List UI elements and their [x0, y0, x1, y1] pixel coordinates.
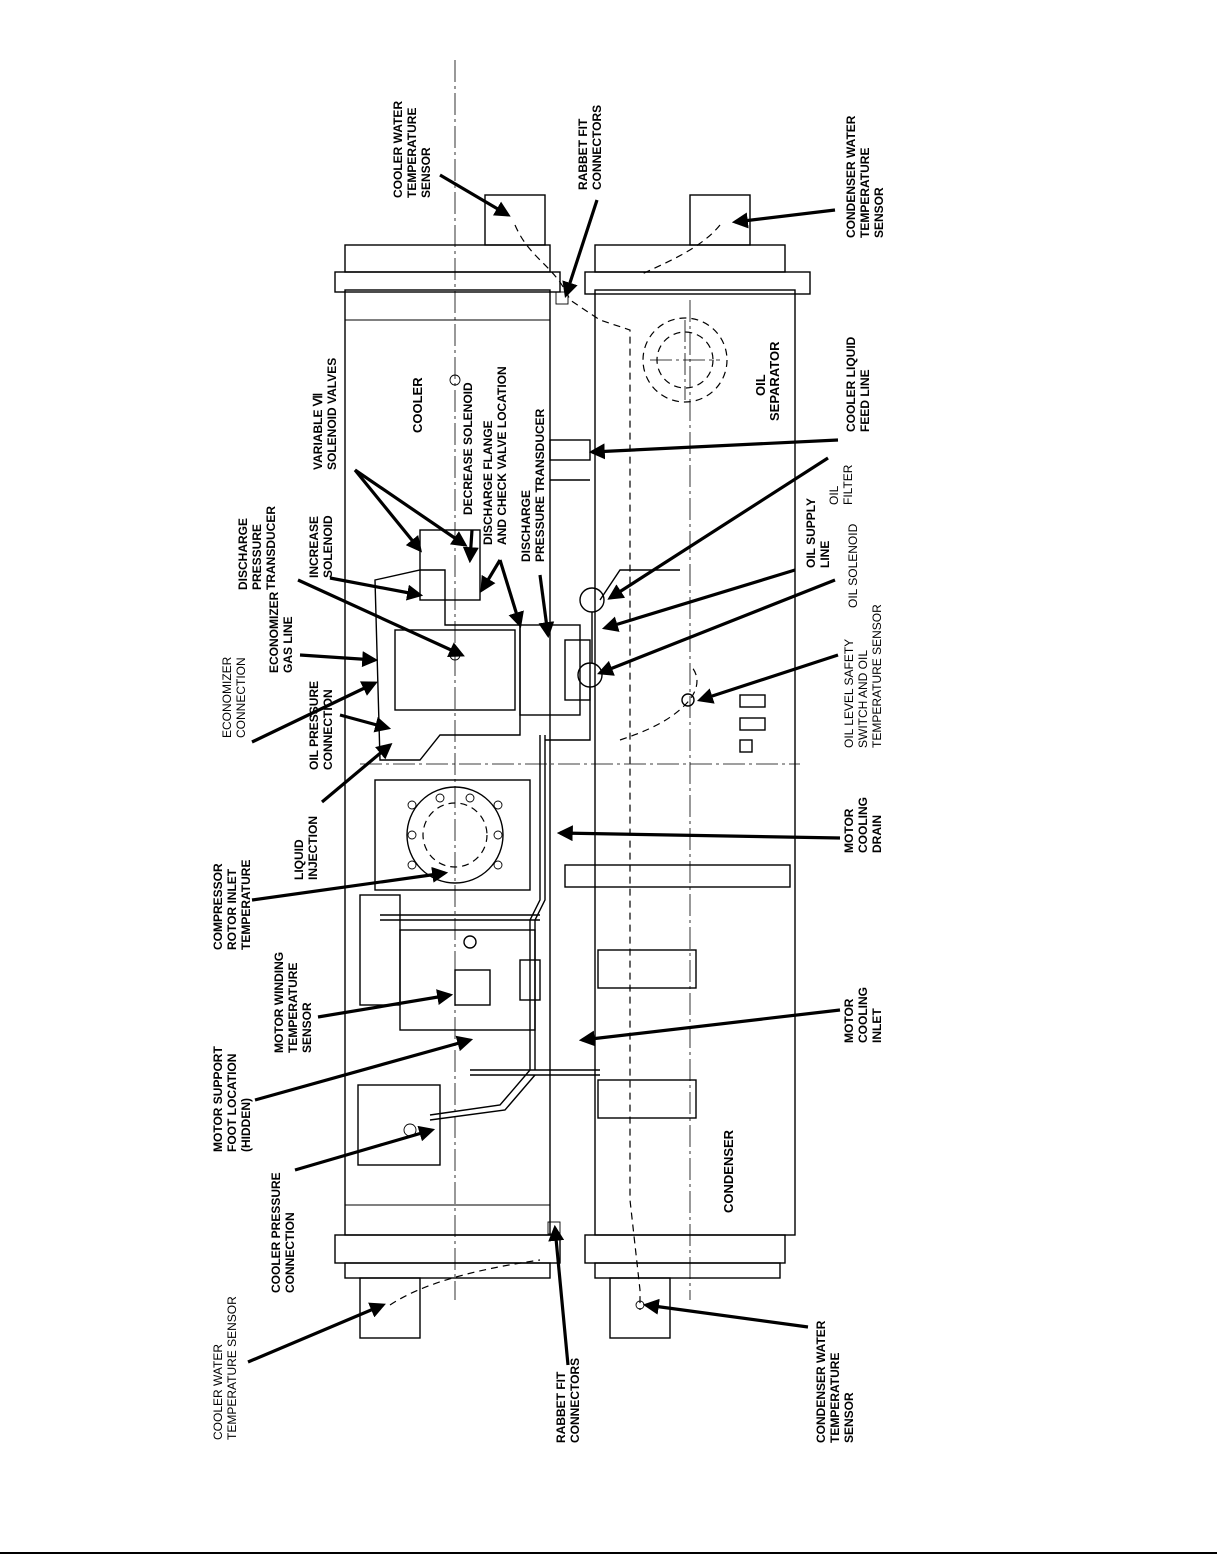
- oil-separator-body: [642, 317, 728, 403]
- condenser-water-temp-sensor-top-label: CONDENSER WATER TEMPERATURE SENSOR: [844, 112, 886, 238]
- oil-filter-label: OIL FILTER: [827, 464, 855, 505]
- motor-support-foot-label: MOTOR SUPPORT FOOT LOCATION (HIDDEN): [211, 1043, 253, 1152]
- oil-supply-line-label: OIL SUPPLY LINE: [804, 495, 832, 568]
- cooler-water-temp-sensor-bottom-label: COOLER WATER TEMPERATURE SENSOR: [211, 1296, 239, 1440]
- oil-solenoid-label: OIL SOLENOID: [846, 523, 860, 608]
- cooler-pressure-connection-label: COOLER PRESSURE CONNECTION: [269, 1169, 297, 1293]
- leader-arrows: [247, 173, 841, 1366]
- cooler-liquid-feed-line-label: COOLER LIQUID FEED LINE: [844, 333, 872, 432]
- oil-pressure-connection-label: OIL PRESSURE CONNECTION: [307, 678, 335, 770]
- condenser-shell: [594, 289, 796, 1236]
- variable-vi-solenoid-valves-label: VARIABLE Ⅶ SOLENOID VALVES: [311, 358, 339, 470]
- condenser-bottom-flange: [584, 1234, 786, 1264]
- discharge-flange-check-valve-label: DISCHARGE FLANGE AND CHECK VALVE LOCATIO…: [481, 366, 509, 545]
- cooler-top-nozzle: [484, 194, 546, 246]
- rotor-housing: [374, 779, 531, 891]
- economizer-connection-label: ECONOMIZER CONNECTION: [220, 653, 248, 738]
- cooler-bottom-nozzle: [359, 1277, 421, 1339]
- liquid-injection-label: LIQUID INJECTION: [292, 816, 320, 880]
- discharge-pressure-transducer-outer-label: DISCHARGE PRESSURE TRANSDUCER: [236, 506, 278, 590]
- cooler-water-temp-sensor-top-label: COOLER WATER TEMPERATURE SENSOR: [391, 98, 433, 198]
- motor-cooling-inlet-label: MOTOR COOLING INLET: [842, 984, 884, 1043]
- discharge-pressure-transducer-inner-label: DISCHARGE PRESSURE TRANSDUCER: [519, 408, 547, 562]
- oil-level-safety-switch-label: OIL LEVEL SAFETY SWITCH AND OIL TEMPERAT…: [842, 604, 884, 748]
- motor-cooling-drain-label: MOTOR COOLING DRAIN: [842, 794, 884, 853]
- cooler-bottom-flange: [334, 1234, 561, 1264]
- compressor-rotor-inlet-temp-label: COMPRESSOR ROTOR INLET TEMPERATURE: [211, 860, 253, 950]
- rabbet-fit-connectors-top-label: RABBET FIT CONNECTORS: [576, 105, 604, 190]
- economizer-gas-line-label: ECONOMIZER GAS LINE: [267, 588, 295, 673]
- decrease-solenoid-label: DECREASE SOLENOID: [461, 382, 475, 515]
- cooler-pressure-box: [357, 1084, 441, 1166]
- condenser-label: CONDENSER: [721, 1129, 736, 1213]
- oil-separator-label: OIL SEPARATOR: [753, 341, 782, 421]
- cooler-label: COOLER: [410, 377, 425, 433]
- compressor-outline: [374, 569, 521, 761]
- motor-body: [399, 929, 536, 1031]
- terminal-box: [359, 894, 401, 1006]
- rabbet-fit-connectors-bottom-label: RABBET FIT CONNECTORS: [554, 1358, 582, 1443]
- solenoid-valve-block: [419, 529, 481, 601]
- condenser-mid-flange: [564, 864, 791, 888]
- labels: COOLER WATER TEMPERATURE SENSOR RABBET F…: [211, 98, 886, 1443]
- motor-winding-temp-sensor-label: MOTOR WINDING TEMPERATURE SENSOR: [272, 949, 314, 1053]
- cooler-top-flange: [334, 271, 561, 293]
- equipment-outline: [334, 60, 811, 1339]
- condenser-water-temp-sensor-bottom-label: CONDENSER WATER TEMPERATURE SENSOR: [814, 1317, 856, 1443]
- increase-solenoid-label: INCREASE SOLENOID: [307, 513, 335, 578]
